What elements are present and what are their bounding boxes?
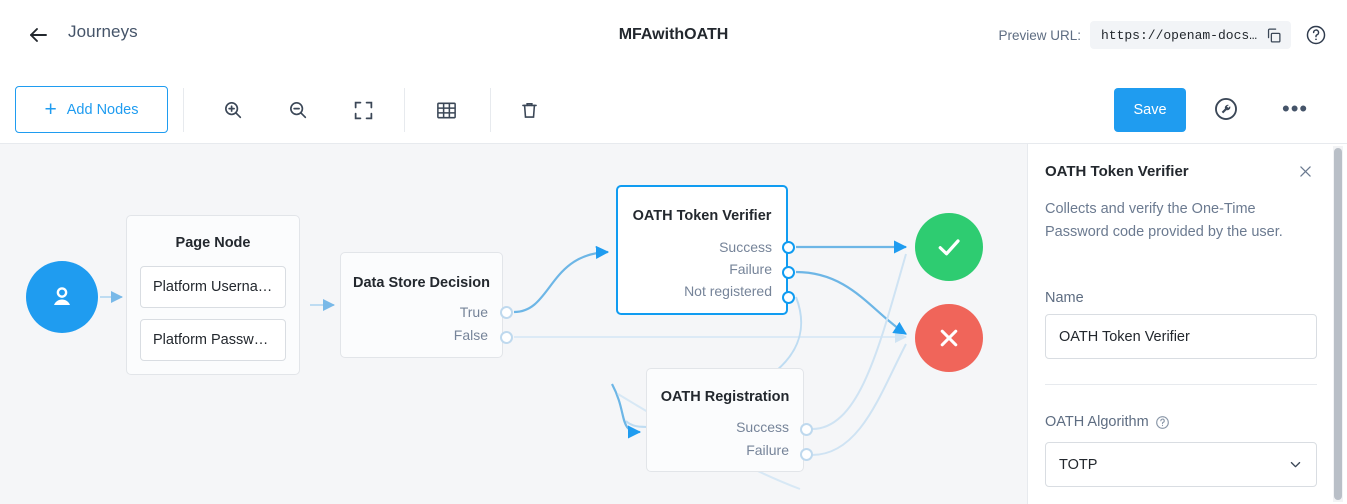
- node-title: Page Node: [175, 235, 251, 251]
- algorithm-label-text: OATH Algorithm: [1045, 414, 1149, 430]
- help-circle-icon[interactable]: [1155, 415, 1170, 430]
- panel-description: Collects and verify the One-Time Passwor…: [1045, 201, 1283, 240]
- failure-terminal[interactable]: [915, 304, 983, 372]
- port-dot-false[interactable]: [500, 331, 513, 344]
- name-field[interactable]: OATH Token Verifier: [1045, 314, 1317, 359]
- node-page-node[interactable]: Page Node Platform Userna… Platform Pass…: [126, 215, 300, 375]
- node-child-platform-password[interactable]: Platform Passw…: [140, 319, 286, 361]
- port-dot-reg-failure[interactable]: [800, 448, 813, 461]
- breadcrumb[interactable]: Journeys: [68, 22, 138, 41]
- preview-url-label: Preview URL:: [998, 27, 1081, 43]
- help-circle-icon[interactable]: [1305, 24, 1327, 51]
- add-nodes-label: Add Nodes: [66, 101, 139, 118]
- preview-url-group: Preview URL: https://openam-docs…: [998, 21, 1291, 49]
- node-properties-panel: OATH Token Verifier Collects and verify …: [1028, 144, 1331, 504]
- wrench-circle-icon[interactable]: [1212, 95, 1240, 128]
- node-title: Data Store Decision: [353, 275, 490, 291]
- grid-icon[interactable]: [429, 95, 463, 125]
- port-dot-verifier-success[interactable]: [782, 241, 795, 254]
- user-icon: [54, 287, 70, 305]
- chevron-down-icon: [1288, 457, 1303, 472]
- node-child-platform-username[interactable]: Platform Userna…: [140, 266, 286, 308]
- panel-scrollbar-thumb[interactable]: [1334, 148, 1342, 500]
- toolbar-divider: [183, 88, 184, 132]
- save-button[interactable]: Save: [1114, 88, 1186, 132]
- name-label: Name: [1045, 290, 1084, 306]
- add-nodes-button[interactable]: + Add Nodes: [15, 86, 168, 133]
- port-label-failure: Failure: [729, 261, 772, 277]
- preview-url-value: https://openam-docs…: [1100, 27, 1257, 43]
- node-oath-token-verifier[interactable]: OATH Token Verifier Success Failure Not …: [616, 185, 788, 315]
- zoom-in-icon[interactable]: [216, 95, 250, 125]
- more-options-icon[interactable]: •••: [1282, 96, 1309, 121]
- zoom-out-icon[interactable]: [281, 95, 315, 125]
- panel-title: OATH Token Verifier: [1045, 163, 1189, 180]
- app-header: Journeys MFAwithOATH Preview URL: https:…: [0, 0, 1347, 70]
- node-oath-registration[interactable]: OATH Registration Success Failure: [646, 368, 804, 472]
- algorithm-select[interactable]: TOTP: [1045, 442, 1317, 487]
- node-data-store-decision[interactable]: Data Store Decision True False: [340, 252, 503, 358]
- flow-canvas[interactable]: Page Node Platform Userna… Platform Pass…: [0, 144, 1018, 504]
- canvas-panel-divider: [1018, 144, 1028, 504]
- node-title: OATH Registration: [660, 389, 790, 405]
- toolbar-divider: [404, 88, 405, 132]
- node-title: OATH Token Verifier: [632, 208, 772, 224]
- panel-divider: [1045, 384, 1317, 385]
- fit-to-screen-icon[interactable]: [346, 95, 380, 125]
- check-icon: [938, 239, 960, 256]
- toolbar-divider: [490, 88, 491, 132]
- algorithm-label: OATH Algorithm: [1045, 414, 1170, 430]
- arrow-left-icon[interactable]: [24, 21, 52, 49]
- port-label-reg-success: Success: [736, 419, 789, 435]
- port-label-reg-failure: Failure: [746, 442, 789, 458]
- port-label-success: Success: [719, 239, 772, 255]
- port-dot-reg-success[interactable]: [800, 423, 813, 436]
- preview-url-pill[interactable]: https://openam-docs…: [1089, 21, 1291, 49]
- port-label-false: False: [453, 327, 488, 343]
- success-terminal[interactable]: [915, 213, 983, 281]
- start-node[interactable]: [26, 261, 98, 333]
- close-icon: [940, 329, 958, 347]
- port-dot-verifier-failure[interactable]: [782, 266, 795, 279]
- port-dot-true[interactable]: [500, 306, 513, 319]
- port-dot-verifier-not-registered[interactable]: [782, 291, 795, 304]
- close-icon[interactable]: [1297, 163, 1314, 181]
- port-label-not-registered: Not registered: [684, 283, 772, 299]
- trash-icon[interactable]: [512, 95, 546, 125]
- panel-header: OATH Token Verifier: [1045, 163, 1314, 181]
- copy-icon[interactable]: [1265, 27, 1282, 44]
- port-label-true: True: [459, 304, 488, 320]
- algorithm-value: TOTP: [1059, 456, 1098, 473]
- plus-icon: +: [44, 98, 57, 121]
